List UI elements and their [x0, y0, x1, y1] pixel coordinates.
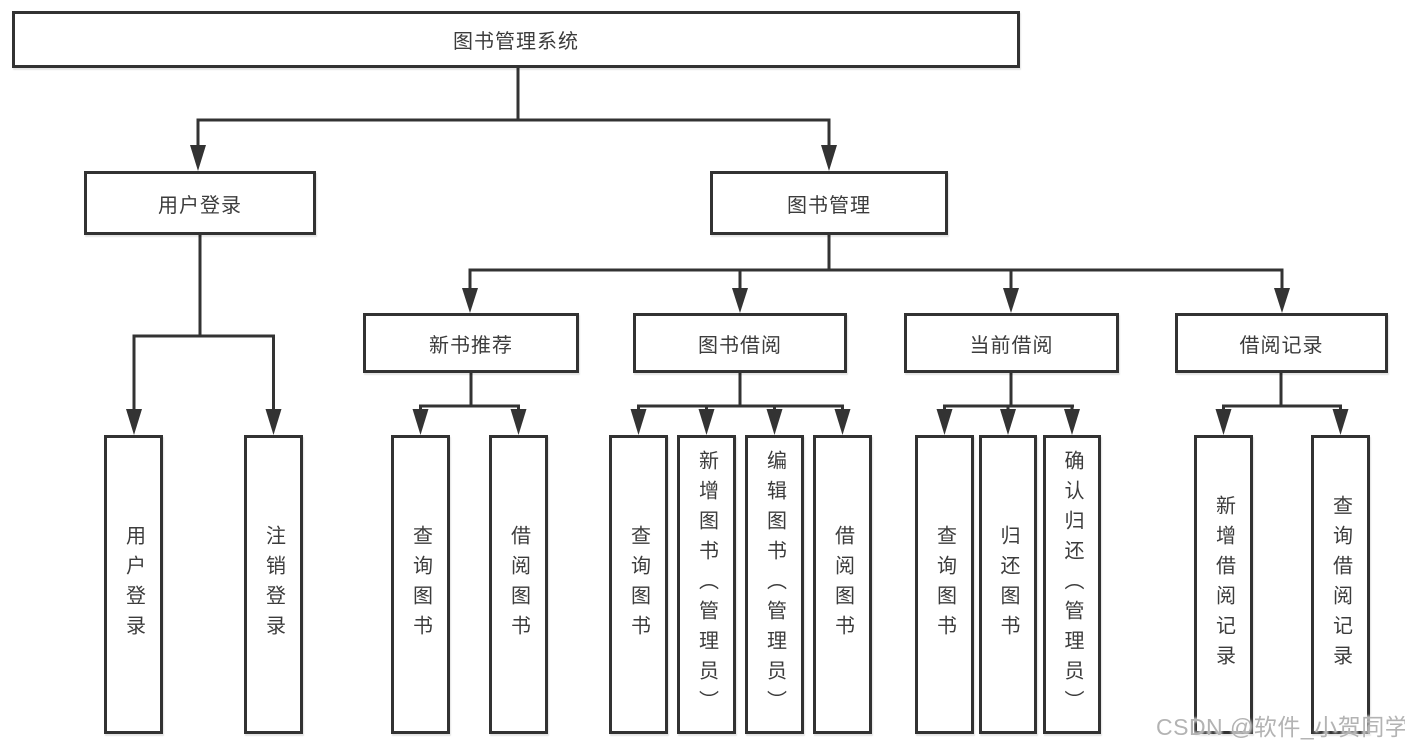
leaf-label: 归还图书 [997, 524, 1019, 645]
node-book-management: 图书管理 [710, 171, 948, 235]
leaf-label: 新增图书（管理员） [695, 449, 718, 720]
node-book-borrow-label: 图书借阅 [698, 334, 782, 357]
node-current-borrow-label: 当前借阅 [969, 334, 1054, 357]
connector-newbook-to-leaves [412, 373, 527, 435]
leaf-label: 注销登录 [262, 524, 285, 645]
node-new-book-recommend-label: 新书推荐 [429, 334, 513, 357]
node-user-login: 用户登录 [84, 171, 316, 235]
leaf-record-add: 新增借阅记录 [1194, 435, 1253, 734]
leaf-newbook-query: 查询图书 [391, 435, 450, 734]
leaf-current-query: 查询图书 [915, 435, 974, 734]
connector-currentborrow-to-leaves [936, 373, 1080, 435]
leaf-borrow-edit-admin: 编辑图书（管理员） [745, 435, 804, 734]
leaf-borrow-add-admin: 新增图书（管理员） [677, 435, 736, 734]
leaf-user-login-login: 用户登录 [104, 435, 163, 734]
node-user-login-label: 用户登录 [158, 194, 242, 217]
watermark: CSDN @软件_小贺同学 [1156, 714, 1405, 740]
connector-userlogin-to-leaves [126, 235, 282, 435]
node-book-borrow: 图书借阅 [633, 313, 847, 373]
leaf-current-confirm-admin: 确认归还（管理员） [1043, 435, 1101, 734]
leaf-current-return: 归还图书 [979, 435, 1037, 734]
leaf-user-login-logout: 注销登录 [244, 435, 303, 734]
leaf-borrow-borrow: 借阅图书 [813, 435, 872, 734]
connector-borrowrecord-to-leaves [1215, 373, 1349, 435]
node-borrow-record-label: 借阅记录 [1239, 334, 1324, 357]
leaf-label: 用户登录 [122, 524, 145, 645]
node-root-label: 图书管理系统 [453, 31, 579, 53]
leaf-label: 确认归还（管理员） [1061, 449, 1083, 720]
leaf-label: 查询图书 [627, 524, 650, 645]
leaf-label: 新增借阅记录 [1212, 494, 1235, 675]
leaf-label: 借阅图书 [831, 524, 854, 645]
node-book-management-label: 图书管理 [787, 194, 871, 217]
connector-root-to-level2 [190, 68, 837, 171]
leaf-label: 查询图书 [409, 524, 432, 645]
node-new-book-recommend: 新书推荐 [363, 313, 579, 373]
connector-bookmgmt-to-level3 [462, 235, 1290, 313]
leaf-label: 借阅图书 [507, 524, 530, 645]
leaf-label: 查询图书 [933, 524, 956, 645]
connector-bookborrow-to-leaves [630, 373, 851, 435]
leaf-borrow-query: 查询图书 [609, 435, 668, 734]
leaf-record-query: 查询借阅记录 [1311, 435, 1370, 734]
node-root: 图书管理系统 [12, 11, 1020, 68]
node-borrow-record: 借阅记录 [1175, 313, 1388, 373]
leaf-newbook-borrow: 借阅图书 [489, 435, 548, 734]
leaf-label: 编辑图书（管理员） [763, 449, 786, 720]
node-current-borrow: 当前借阅 [904, 313, 1119, 373]
leaf-label: 查询借阅记录 [1329, 494, 1352, 675]
